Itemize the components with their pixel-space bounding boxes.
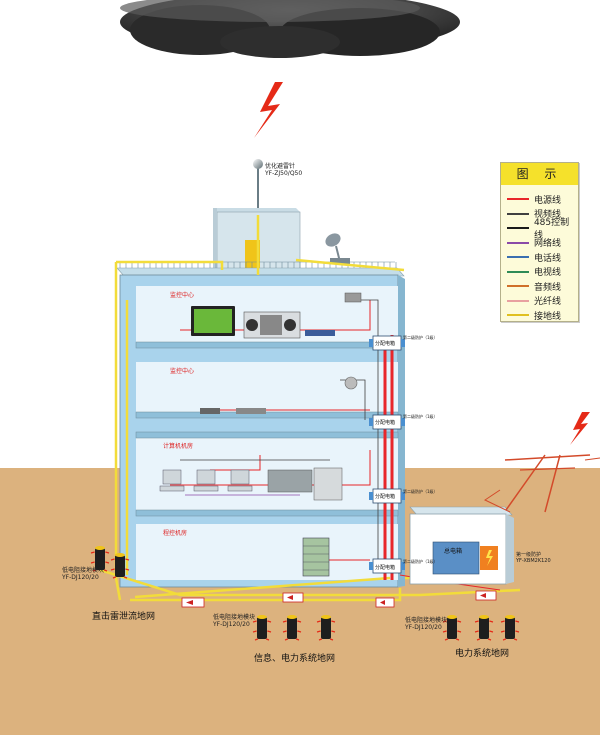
legend-swatch	[507, 241, 529, 244]
ground-electrode-icon	[110, 553, 130, 579]
legend-label: 网络线	[534, 239, 562, 249]
ground-module-label-mid: 低电阻接地模块 YF-DJ120/20	[213, 614, 255, 628]
distribution-box-label: 分配电箱	[375, 494, 396, 500]
legend-item: 电视线	[507, 265, 561, 279]
module-model: YF-DJ120/20	[62, 574, 99, 581]
legend-label: 电源线	[534, 195, 562, 206]
ground-electrode-icon	[500, 615, 520, 641]
distribution-box	[369, 335, 405, 351]
protection-label: 第二级防护（1级）	[403, 335, 438, 340]
legend-swatch	[507, 256, 529, 258]
power-substation	[409, 506, 514, 585]
pbx-cabinet	[302, 537, 330, 577]
ground-module-label-right: 低电阻接地模块 YF-DJ120/20	[405, 617, 447, 631]
building	[116, 261, 405, 588]
legend-label: 485控制线	[533, 218, 570, 241]
protection-label: 第二级防护（1级）	[403, 414, 438, 419]
legend-item: 电源线	[507, 192, 561, 206]
legend-item: 视频线	[507, 207, 561, 221]
computer-workstations	[159, 469, 253, 492]
ground-net-label-mid: 信息、电力系统地网	[254, 654, 336, 664]
legend-swatch	[507, 299, 529, 302]
rod-label-model: YF-ZJ50/Q50	[265, 170, 303, 177]
distribution-box-label: 分配电箱	[375, 565, 396, 571]
lightning-bolt-icon	[570, 412, 590, 445]
ground-electrode-icon	[90, 546, 110, 572]
lightning-rod	[253, 159, 263, 215]
floor-label-4: 程控机房	[163, 530, 188, 537]
ground-electrode-icon	[282, 615, 302, 641]
legend-label: 电话线	[534, 253, 562, 264]
distribution-box-label: 分配电箱	[375, 341, 396, 347]
power-pole	[483, 454, 600, 513]
legend-swatch	[507, 227, 529, 229]
first-stage-model: YF-XBM2K120	[516, 558, 551, 564]
spark-gap-box	[375, 597, 395, 608]
legend-item: 电话线	[507, 250, 561, 264]
module-name: 低电阻接地模块	[213, 614, 256, 621]
controller-device	[200, 408, 220, 414]
distribution-box	[369, 488, 405, 504]
legend-item: 光纤线	[507, 294, 561, 308]
legend-label: 接地线	[534, 311, 562, 322]
floor-label-1: 监控中心	[170, 292, 195, 299]
matrix-device	[236, 408, 266, 414]
legend-label: 音频线	[534, 282, 562, 293]
legend-label: 电视线	[534, 268, 562, 278]
legend-swatch	[507, 212, 529, 215]
distribution-box	[369, 558, 405, 574]
av-rack	[243, 311, 301, 339]
module-model: YF-DJ120/20	[405, 624, 442, 631]
legend-title: 图 示	[501, 163, 578, 185]
ground-electrode-icon	[252, 615, 272, 641]
legend-swatch	[507, 198, 529, 200]
storm-cloud	[120, 0, 460, 58]
legend-item: 音频线	[507, 279, 561, 293]
spark-gap-box	[282, 592, 304, 603]
first-stage-label: 第一级防护 YF-XBM2K120	[516, 552, 551, 564]
module-name: 低电阻接地模块	[62, 567, 105, 574]
ground-electrode-icon	[474, 615, 494, 641]
protection-label: 第二级防护（1级）	[403, 559, 438, 564]
module-name: 低电阻接地模块	[405, 617, 448, 624]
legend-label: 视频线	[534, 210, 562, 220]
legend-item: 网络线	[507, 236, 561, 250]
distribution-box	[369, 414, 405, 430]
legend-swatch	[507, 285, 529, 287]
distribution-box-label: 分配电箱	[375, 420, 396, 426]
legend-swatch	[507, 270, 529, 273]
satellite-dish-icon	[325, 233, 350, 264]
protection-label: 第二级防护（1级）	[403, 489, 438, 494]
legend-swatch	[507, 314, 529, 316]
floor-label-3: 计算机机房	[163, 443, 194, 450]
ground-electrode-icon	[316, 615, 336, 641]
floor-label-2: 监控中心	[170, 368, 195, 375]
first-stage-name: 第一级防护	[516, 552, 542, 558]
module-model: YF-DJ120/20	[213, 621, 250, 628]
lightning-bolt-icon	[254, 82, 283, 138]
ground-net-label-left: 直击雷泄流地网	[92, 612, 156, 622]
rod-label-name: 优化避雷针	[265, 163, 296, 170]
main-box-label: 总电箱	[444, 548, 463, 555]
rod-label: 优化避雷针 YF-ZJ50/Q50	[265, 163, 302, 177]
spark-gap-box	[475, 590, 497, 601]
ground-net-label-right: 电力系统地网	[455, 649, 510, 659]
ground-electrode-icon	[442, 615, 462, 641]
monitor-wall	[191, 306, 235, 336]
legend-item: 接地线	[507, 308, 561, 322]
rooftop-tower	[213, 208, 301, 276]
ground-module-label-left: 低电阻接地模块 YF-DJ120/20	[62, 567, 104, 581]
spark-gap-box	[181, 597, 205, 608]
legend-label: 光纤线	[534, 297, 562, 307]
switch-device	[305, 330, 335, 336]
ptz-camera-icon	[344, 292, 362, 390]
power-riser	[383, 335, 394, 580]
legend-item: 485控制线	[507, 218, 578, 241]
server-rack	[267, 467, 343, 501]
